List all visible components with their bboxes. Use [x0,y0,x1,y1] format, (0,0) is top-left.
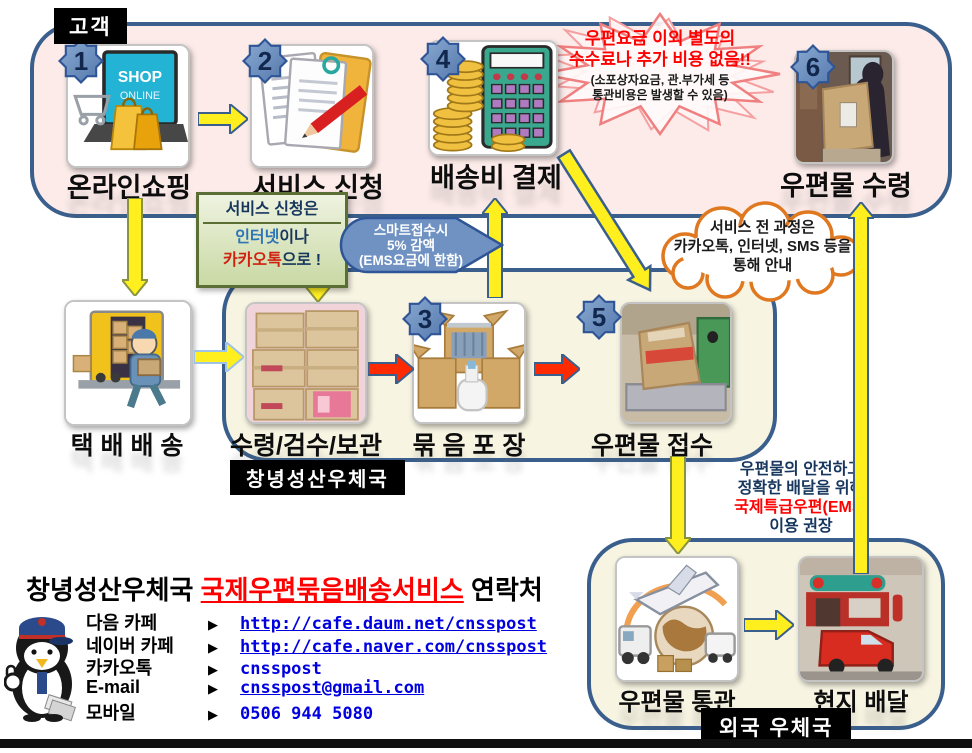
arrow-shopping-to-courier [122,198,148,296]
ems-line2: 정확한 배달을 위해 [737,480,865,497]
step-label-bundle-packing: 묶 음 포 장 [412,432,526,460]
no-fee-line2: 수수료나 추가 비용 없음!! [569,50,751,69]
service-info-cloud: 서비스 전 과정은 카카오톡, 인터넷, SMS 등을 통해 안내 [640,196,885,302]
contact-title: 창녕성산우체국 국제우편묶음배송서비스 연락처 [26,575,543,605]
cloud-line2: 카카오톡, 인터넷, SMS 등을 [673,238,852,255]
cloud-bubble-shape [661,201,862,302]
bottom-border-bar [0,739,972,748]
step-label-receive-inspect-store: 수령/검수/보관 [230,432,382,460]
arrow-courier-to-office [194,342,244,372]
mobile-number: 0506 944 5080 [240,704,374,724]
naver-cafe-link[interactable]: http://cafe.naver.com/cnsspost [240,636,548,657]
ems-line1: 우편물의 안전하고 [739,461,863,478]
step-label-courier-delivery: 택 배 배 송 [70,432,184,460]
post-office-zone-label: 창녕성산우체국 [230,460,405,495]
step-label-mail-acceptance: 우편물 접수 [591,432,713,460]
contact-row-naver-cafe: 네이버 카페 ▶ http://cafe.naver.com/cnsspost [86,635,548,657]
arrow-shopping-to-apply [198,104,248,134]
email-link[interactable]: cnsspost@gmail.com [240,677,425,698]
step-badge-2: 2 [242,38,288,84]
delivery-man-truck-icon [66,302,190,424]
local-delivery-tile [798,556,924,682]
cloud-line3: 통해 안내 [732,257,793,274]
arrow-payment-to-acceptance-diagonal [556,148,652,292]
step-badge-4: 4 [420,36,466,82]
contact-row-mobile: 모바일 ▶ 0506 944 5080 [86,703,374,724]
bullet-icon: ▶ [208,639,218,655]
contact-row-kakaotalk: 카카오톡 ▶ cnsspost [86,658,322,679]
service-apply-note: 서비스 신청은 인터넷이나 카카오톡으로 ! [196,192,348,288]
service-apply-tile [250,44,374,168]
contact-row-daum-cafe: 다음 카페 ▶ http://cafe.daum.net/cnsspost [86,613,537,634]
box-on-scale-photo-icon [622,304,730,422]
no-fee-line1: 우편요금 이외 별도의 [584,29,736,48]
bullet-icon: ▶ [208,617,218,632]
contact-title-highlight: 국제우편묶음배송서비스 [200,575,464,605]
step-badge-1: 1 [58,38,104,84]
arrow-store-to-packing [368,354,414,384]
step-label-shipping-payment: 배송비 결제 [430,163,562,193]
svg-text:SHOP: SHOP [118,69,162,86]
customer-zone-label: 고객 [54,8,127,44]
banner-line3: (EMS요금에 한함) [358,253,464,268]
customs-clearance-tile [615,556,739,682]
no-fee-line4: 통관비용은 발생할 수 있음) [592,88,728,102]
bullet-icon: ▶ [208,680,218,696]
no-fee-line3: (소포상자요금, 관.부가세 등 [590,73,730,87]
kakaotalk-id: cnsspost [240,659,322,679]
red-mail-van-icon [800,558,922,680]
smart-discount-banner: 스마트접수시 5% 감액 (EMS요금에 한함) [336,216,505,274]
ems-line3: 국제특급우편(EMS) [734,499,868,516]
step-badge-3: 3 [402,296,448,342]
banner-line1: 스마트접수시 [373,223,449,238]
postman-bird-mascot-icon [4,617,77,722]
cloud-line1: 서비스 전 과정은 [710,219,815,236]
service-note-line1: 서비스 신청은 [203,198,341,224]
bullet-icon: ▶ [208,707,218,722]
step-badge-6: 6 [790,44,836,90]
ems-line4: 이용 권장 [769,518,833,535]
step-badge-5: 5 [576,294,622,340]
service-note-line3: 카카오톡으로 ! [222,252,322,269]
arrow-local-delivery-to-receive [848,202,874,574]
banner-ribbon-shape [339,216,505,274]
contact-row-email: E-mail ▶ cnsspost@gmail.com [86,676,425,698]
no-extra-fee-callout: 우편요금 이외 별도의 수수료나 추가 비용 없음!! (소포상자요금, 관.부… [535,11,785,140]
ems-recommendation-note: 우편물의 안전하고 정확한 배달을 위해 국제특급우편(EMS) 이용 권장 [705,460,897,536]
mail-acceptance-tile [620,302,732,424]
airplane-globe-customs-icon [617,558,737,680]
bullet-icon: ▶ [208,662,218,677]
banner-line2: 5% 감액 [386,238,436,253]
arrow-customs-to-local [744,610,794,640]
arrow-acceptance-to-customs [665,456,691,554]
step-label-mail-receive: 우편물 수령 [780,171,912,201]
application-papers-pencil-icon [252,46,372,166]
service-note-line2: 인터넷이나 [235,229,309,246]
receive-inspect-store-tile [245,302,367,424]
contact-rows: 다음 카페 ▶ http://cafe.daum.net/cnsspost 네이… [86,609,548,724]
arrow-packing-to-acceptance [534,354,580,384]
daum-cafe-link[interactable]: http://cafe.daum.net/cnsspost [240,614,537,634]
stacked-boxes-photo-icon [247,304,365,422]
courier-delivery-tile [64,300,192,426]
